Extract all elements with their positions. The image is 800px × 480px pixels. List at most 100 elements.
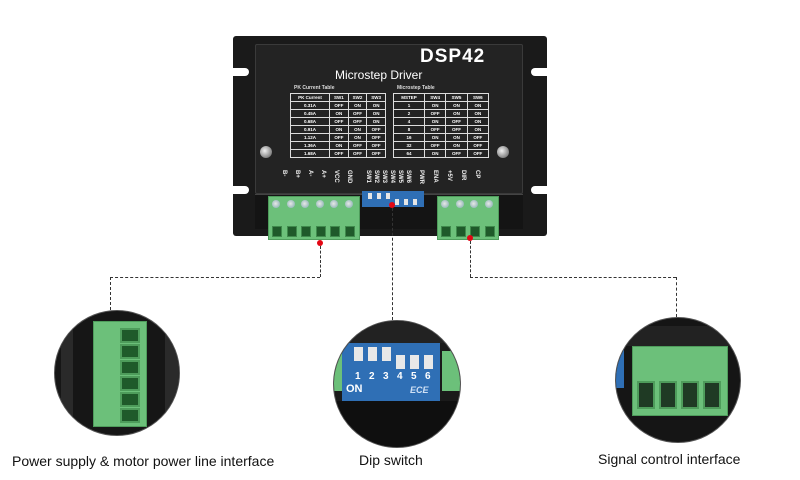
- dip-switch[interactable]: [362, 191, 424, 207]
- table-cell: OFF: [466, 149, 490, 158]
- power-motor-terminal-block: [268, 196, 360, 240]
- table-header-cell: MSTEP: [393, 93, 425, 102]
- mounting-slot: [227, 68, 249, 76]
- dip-toggle[interactable]: [377, 193, 381, 199]
- dip-number-label: 1: [355, 371, 361, 382]
- table-header-cell: SW5: [445, 93, 468, 102]
- dip-toggle[interactable]: [396, 355, 405, 369]
- table-header-cell: SW6: [466, 93, 490, 102]
- dip-toggle[interactable]: [354, 347, 363, 361]
- table-cell: ON: [347, 101, 368, 110]
- table-cell: OFF: [445, 149, 468, 158]
- pk-current-table-title: PK Current Table: [294, 85, 335, 91]
- terminal-hole: [344, 226, 355, 237]
- pin-label: A-: [307, 170, 313, 177]
- table-cell: ON: [347, 125, 368, 134]
- table-cell: 64: [393, 149, 425, 158]
- dip-number-label: 5: [411, 371, 417, 382]
- dip-toggle[interactable]: [382, 347, 391, 361]
- table-cell: OFF: [466, 141, 490, 150]
- pin-label: SW3: [381, 170, 387, 184]
- table-cell: OFF: [366, 125, 386, 134]
- dip-number-label: 2: [369, 371, 375, 382]
- dip-toggle[interactable]: [386, 193, 390, 199]
- table-header-cell: SW1: [329, 93, 349, 102]
- dip-toggle[interactable]: [395, 199, 399, 205]
- microstep-table-title: Microstep Table: [397, 85, 435, 91]
- table-cell: OFF: [423, 109, 447, 118]
- table-cell: ON: [445, 141, 468, 150]
- pin-label: +5V: [446, 170, 452, 181]
- table-cell: OFF: [329, 133, 349, 142]
- connector-line: [110, 277, 320, 278]
- pin-label: CP: [474, 170, 480, 179]
- table-cell: OFF: [466, 133, 490, 142]
- terminal-screw-icon: [441, 200, 449, 208]
- table-cell: 2: [393, 109, 425, 118]
- dip-toggle[interactable]: [368, 193, 372, 199]
- table-cell: ON: [423, 101, 447, 110]
- connector-line: [320, 246, 321, 277]
- connector-line: [470, 277, 676, 278]
- table-cell: ON: [466, 109, 490, 118]
- table-cell: 1.36A: [289, 141, 331, 150]
- pin-label: VCC: [333, 170, 339, 183]
- dip-toggle[interactable]: [424, 355, 433, 369]
- terminal-hole: [120, 360, 140, 375]
- dip-toggle[interactable]: [368, 347, 377, 361]
- table-cell: 0.45A: [289, 109, 331, 118]
- pin-label: SW6: [405, 170, 411, 184]
- power-interface-marker: [317, 240, 323, 246]
- terminal-hole: [120, 328, 140, 343]
- connector-line: [392, 208, 393, 320]
- dip-brand-label: ECE: [410, 385, 429, 395]
- dip-number-label: 3: [383, 371, 389, 382]
- terminal-hole: [315, 226, 326, 237]
- terminal-screw-icon: [272, 200, 280, 208]
- table-cell: ON: [423, 117, 447, 126]
- dip-toggle[interactable]: [404, 199, 408, 205]
- dip-toggle[interactable]: [413, 199, 417, 205]
- screw-icon: [497, 146, 509, 158]
- dip-on-label: ON: [346, 383, 363, 395]
- pin-label: SW2: [373, 170, 379, 184]
- connector-line: [470, 241, 471, 277]
- dip-toggle[interactable]: [410, 355, 419, 369]
- product-subtitle: Microstep Driver: [335, 68, 423, 82]
- power-interface-closeup: [54, 310, 180, 436]
- signal-interface-closeup: [615, 317, 741, 443]
- table-header-cell: SW4: [423, 93, 447, 102]
- table-cell: 32: [393, 141, 425, 150]
- signal-interface-caption: Signal control interface: [598, 451, 741, 467]
- terminal-screw-icon: [330, 200, 338, 208]
- table-cell: OFF: [445, 117, 468, 126]
- signal-interface-marker: [467, 235, 473, 241]
- terminal-screw-icon: [470, 200, 478, 208]
- terminal-screw-icon: [344, 200, 353, 208]
- table-cell: OFF: [423, 141, 447, 150]
- model-name: DSP42: [420, 46, 486, 67]
- terminal-hole: [455, 226, 466, 237]
- table-cell: ON: [366, 109, 386, 118]
- terminal-hole: [703, 381, 721, 409]
- pin-label: SW5: [397, 170, 403, 184]
- terminal-screw-icon: [455, 200, 464, 208]
- table-header-cell: SW2: [347, 93, 368, 102]
- pin-label: B+: [294, 170, 300, 178]
- mounting-slot: [531, 186, 553, 194]
- terminal-screw-icon: [301, 200, 309, 208]
- terminal-hole: [120, 376, 140, 391]
- connector-line: [110, 277, 111, 310]
